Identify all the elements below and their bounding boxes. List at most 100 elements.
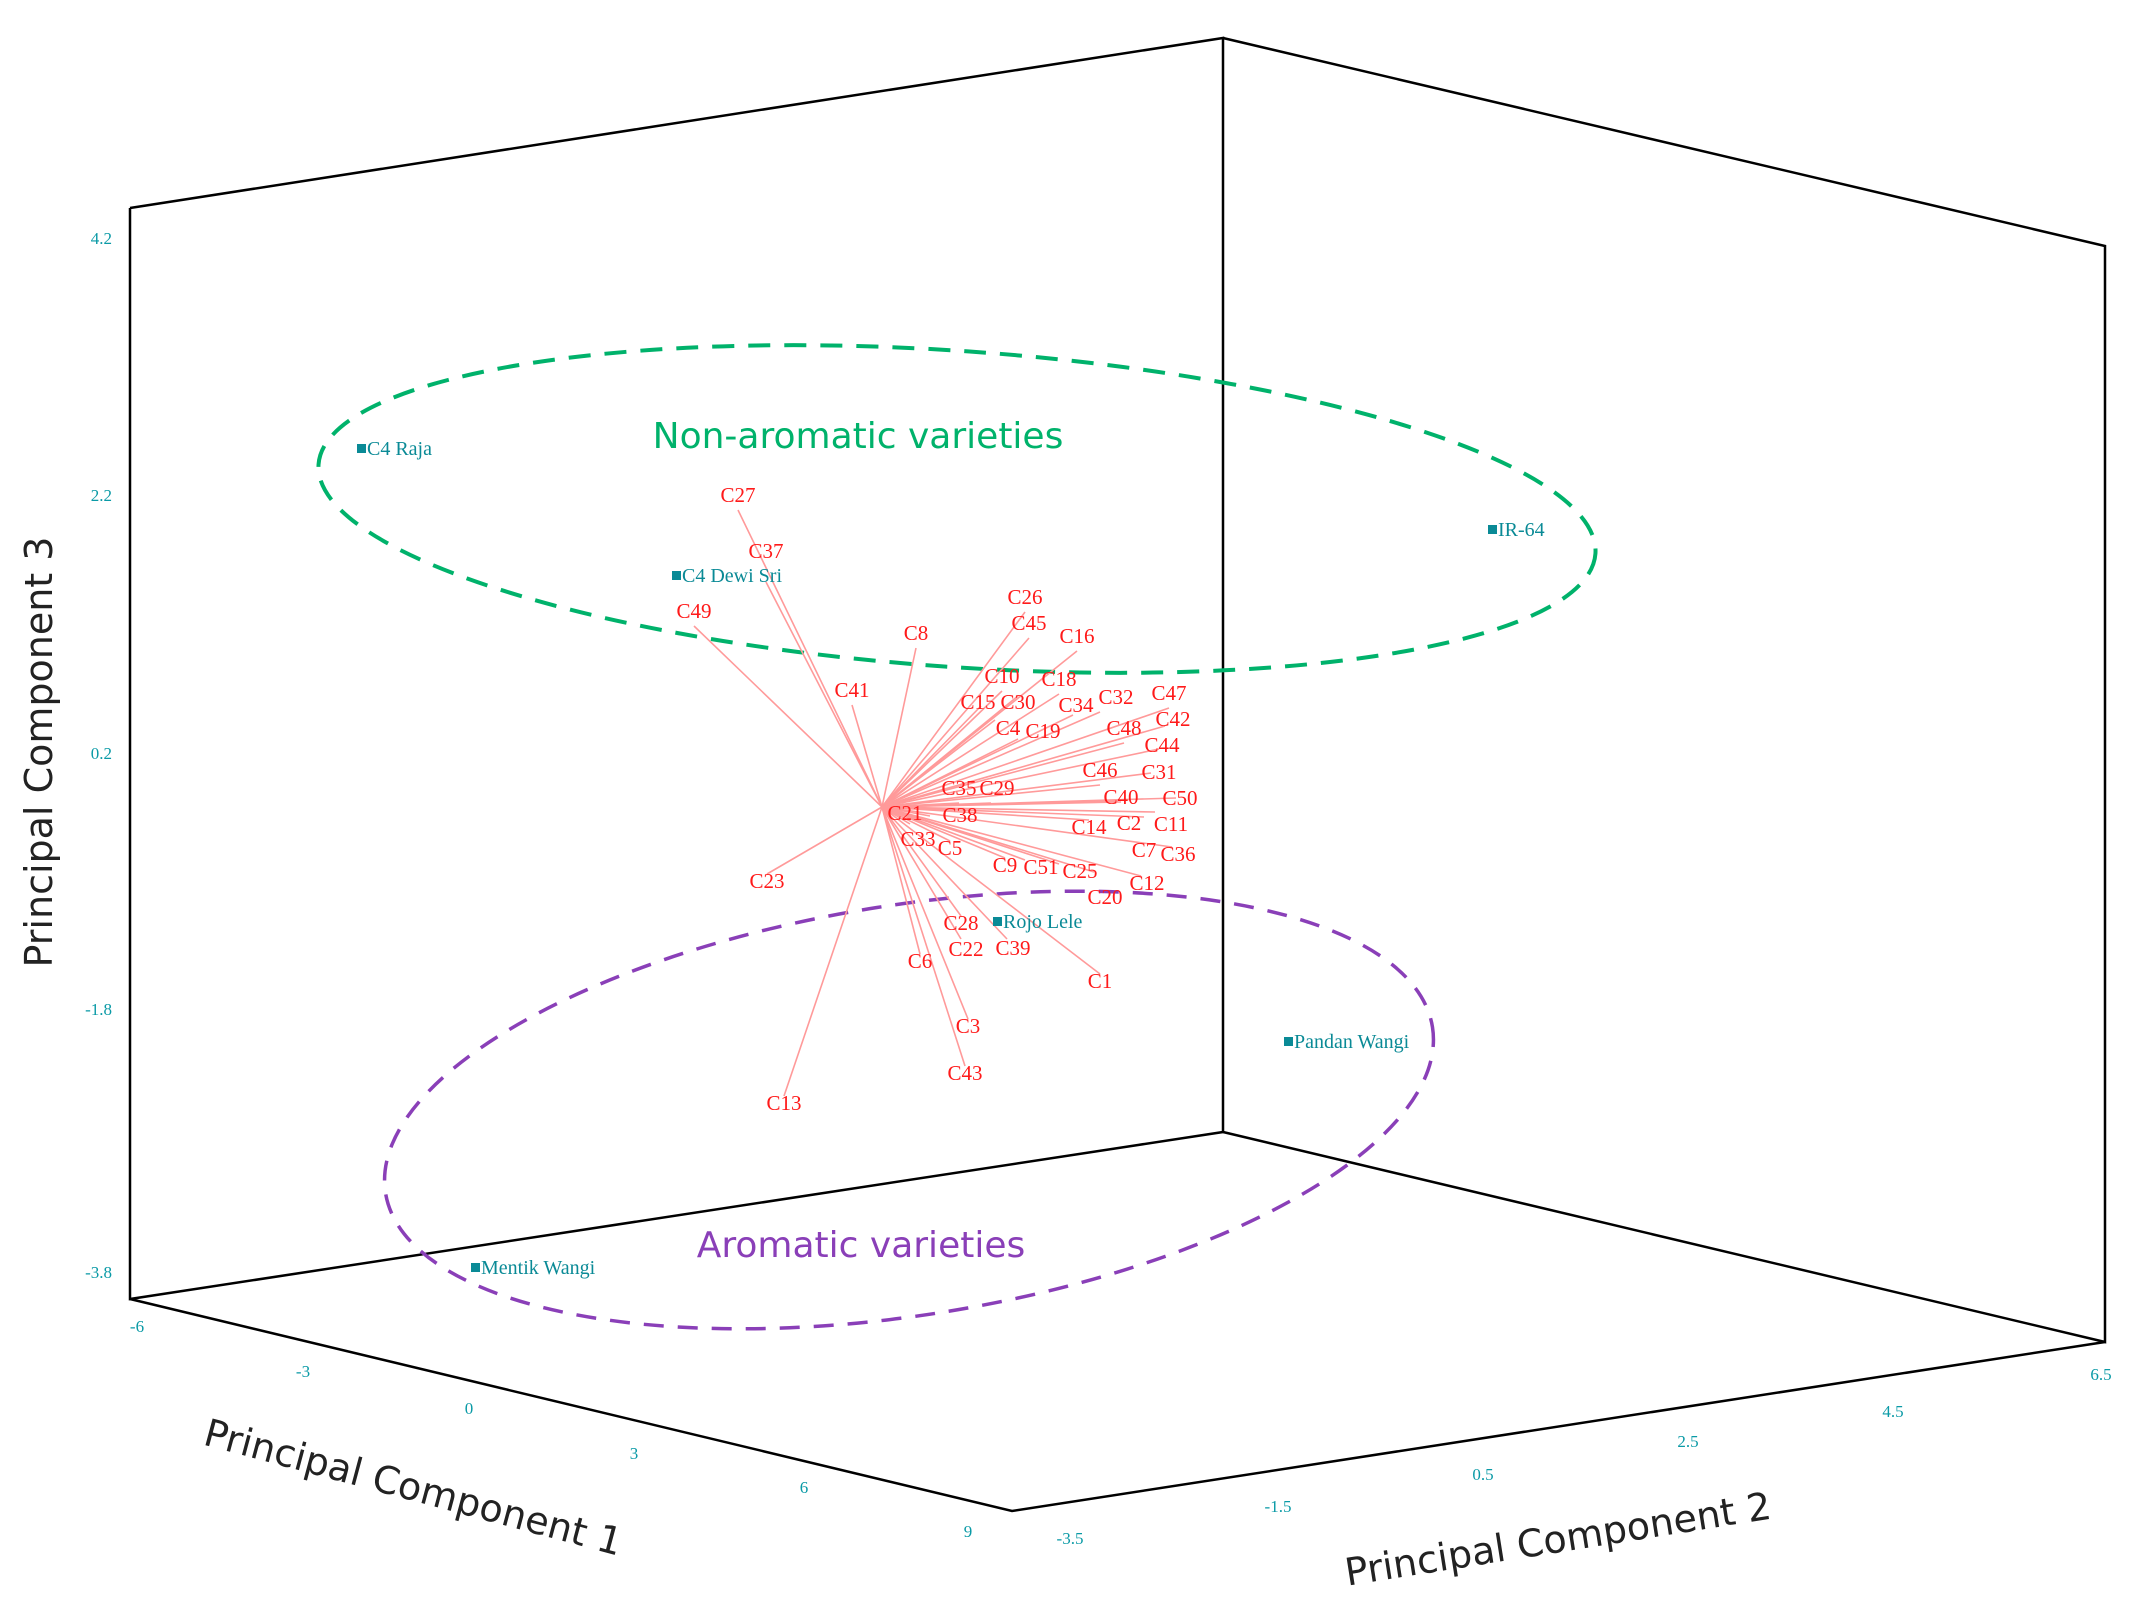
y-axis-title: Principal Component 2 [1342,1484,1774,1595]
variable-label: C5 [938,836,963,860]
observation-marker [1284,1037,1293,1046]
observation-marker [1488,525,1497,534]
variable-label: C49 [676,599,711,623]
y-axis-ticks: -3.5 -1.5 0.5 2.5 4.5 6.5 [1057,1365,2112,1548]
loading-vector-c37 [765,581,883,808]
variable-label: C51 [1023,855,1058,879]
loading-vector-c39 [881,806,1008,940]
loading-vector-c49 [693,625,883,808]
variable-label: C6 [908,949,933,973]
variable-label: C32 [1098,685,1133,709]
loading-vector-c45 [881,637,1030,808]
variable-label: C10 [984,664,1019,688]
loading-vector-c21 [881,805,906,808]
z-tick: -3.8 [85,1263,112,1282]
loading-vector-c7 [881,806,1145,818]
aromatic-label: Aromatic varieties [697,1225,1025,1266]
observation-label: Pandan Wangi [1294,1031,1410,1053]
loading-vector-c6 [881,806,921,955]
loading-vector-c38 [881,806,931,817]
group-ellipses: Non-aromatic varieties Aromatic varietie… [316,343,1598,1331]
loading-vector-c14 [881,806,1090,821]
loading-vector-c28 [881,806,962,917]
loading-vector-c4 [881,719,996,808]
loading-vector-c27 [737,509,883,808]
observation-marker [672,571,681,580]
variable-label: C46 [1082,758,1117,782]
variable-label: C4 [996,716,1021,740]
variable-label: C23 [749,869,784,893]
observation-label: C4 Raja [367,438,432,460]
loading-vector-c1 [881,806,1101,975]
variable-label: C29 [979,776,1014,800]
variable-label: C34 [1058,693,1094,717]
loading-vector-c43 [881,806,966,1067]
variable-label: C36 [1160,842,1195,866]
x-tick: 9 [964,1522,973,1541]
z-axis-ticks: 4.2 2.2 0.2 -1.8 -3.8 [85,229,112,1282]
observation-marker [357,444,366,453]
variable-label: C48 [1106,716,1141,740]
loading-vector-c18 [881,693,1060,808]
x-tick: -6 [130,1317,144,1336]
non-aromatic-label: Non-aromatic varieties [653,416,1064,457]
observation-marker [471,1263,480,1272]
variable-label: C9 [993,853,1018,877]
y-tick: -1.5 [1265,1497,1292,1516]
axes-frame [128,36,2107,1513]
variable-label: C42 [1155,707,1190,731]
x-tick: 0 [465,1399,474,1418]
observation-label: Mentik Wangi [481,1257,596,1279]
loading-vector-c36 [881,806,1173,848]
variable-label: C1 [1088,969,1113,993]
z-axis-title: Principal Component 3 [17,537,61,968]
aromatic-ellipse [382,889,1436,1331]
variable-label: C30 [1000,690,1035,714]
x-axis-title: Principal Component 1 [200,1410,628,1564]
loading-vector-c26 [881,611,1026,808]
loading-vector-c31 [881,772,1152,808]
variable-label: C50 [1162,786,1197,810]
variable-label: C19 [1025,719,1060,743]
variable-label: C38 [942,803,977,827]
observation-label: C4 Dewi Sri [682,565,782,587]
variable-label: C18 [1041,667,1076,691]
variable-label: C27 [720,483,755,507]
x-axis-ticks: -6 -3 0 3 6 9 [130,1317,972,1541]
variable-label: C16 [1059,624,1094,648]
observation-label: IR-64 [1498,519,1545,541]
variable-label: C13 [766,1091,801,1115]
loading-vector-c12 [881,806,1142,877]
variable-label: C44 [1144,733,1180,757]
variable-label: C41 [834,678,869,702]
loading-vector-c32 [881,711,1101,808]
loading-vector-c42 [881,725,1166,808]
loading-vector-c22 [881,806,962,940]
loading-vector-c48 [881,742,1125,808]
loading-vector-c41 [851,704,883,808]
loading-vector-c3 [881,806,969,1020]
loading-vector-c51 [881,806,1026,861]
variable-label: C22 [948,937,983,961]
variable-label: C28 [943,911,978,935]
variable-label: C14 [1071,815,1107,839]
variable-labels: C27C37C49C8C41C26C45C16C10C30C15C4C18C34… [676,483,1197,1115]
variable-label: C47 [1151,681,1186,705]
y-tick: 2.5 [1677,1432,1698,1451]
variable-label: C31 [1141,760,1176,784]
z-tick: 4.2 [91,229,112,248]
loading-vector-c13 [783,806,883,1097]
variable-label: C21 [887,801,922,825]
variable-label: C15 [960,690,995,714]
loading-vector-c19 [881,738,1019,808]
loading-vector-c23 [766,806,883,875]
non-aromatic-ellipse [316,343,1598,675]
variable-label: C7 [1132,838,1157,862]
loading-vector-c44 [881,748,1160,808]
loading-vectors [693,509,1177,1097]
back-right-wall [1222,36,2107,1344]
y-tick: -3.5 [1057,1529,1084,1548]
variable-label: C2 [1117,811,1142,835]
